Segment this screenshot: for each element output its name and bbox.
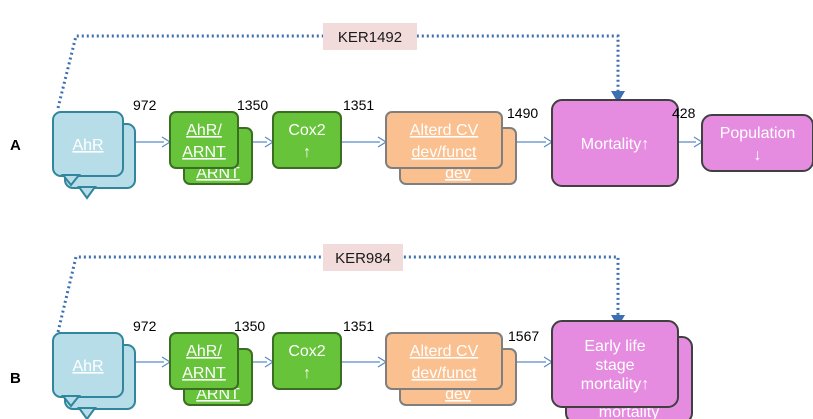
node-4-line-0: Early life [584,338,645,355]
node-box [551,320,679,408]
ker-number: 1350 [237,97,268,113]
node-1[interactable]: ARNT AhR/ARNT [169,332,253,406]
node-2-line-1: ↑ [303,365,311,382]
node-4-line-0: Mortality↑ [581,136,649,153]
node-3-line-1: dev/funct [412,365,477,382]
ker-number: 428 [672,105,696,121]
ker-number: 972 [133,318,157,334]
callout-tail [60,174,82,187]
ker-number: 1567 [508,328,539,344]
callout-tail [77,407,97,419]
node-4[interactable]: Mortality↑ [551,99,679,187]
node-0[interactable]: AhR [52,111,136,200]
row-label: A [10,137,21,154]
node-2-line-1: ↑ [303,144,311,161]
node-0-line-0: AhR [72,137,103,154]
callout-tail [77,186,97,200]
node-back-text: ARNT [196,165,240,182]
node-1-line-0: AhR/ [186,343,222,360]
node-1-line-0: AhR/ [186,122,222,139]
node-4-line-2: mortality↑ [581,376,649,393]
node-box [385,111,503,169]
node-box [52,111,124,177]
node-2-line-0: Cox2 [288,343,325,360]
node-back-text: dev [445,165,471,182]
node-3[interactable]: dev Alterd CV dev/funct [385,111,517,185]
ker-number: 1351 [343,318,374,334]
node-2-line-0: Cox2 [288,122,325,139]
node-4-line-1: stage [595,357,634,374]
node-box [385,332,503,390]
node-back-text: dev [445,386,471,403]
node-box [169,111,239,169]
node-0[interactable]: AhR [52,332,136,419]
callout-tail [60,395,82,408]
node-box [272,332,342,390]
ker-label-box [323,23,417,50]
ker-label: KER1492 [338,29,402,46]
node-box [52,332,124,398]
ker-number: 1350 [234,318,265,334]
node-3-line-0: Alterd CV [410,343,479,360]
ker-number: 1351 [343,97,374,113]
node-5-line-0: Population [720,125,796,142]
node-back-text: ARNT [196,386,240,403]
node-3-line-1: dev/funct [412,144,477,161]
node-0-line-0: AhR [72,358,103,375]
node-2[interactable]: Cox2 ↑ [272,332,342,390]
node-2[interactable]: Cox2 ↑ [272,111,342,169]
node-box [272,111,342,169]
node-3-line-0: Alterd CV [410,122,479,139]
node-box [551,99,679,187]
ker-label-box [323,244,403,271]
node-box [169,332,239,390]
row-label: B [10,370,21,387]
node-1-line-1: ARNT [182,365,226,382]
node-1[interactable]: ARNT AhR/ARNT [169,111,253,185]
node-3[interactable]: dev Alterd CV dev/funct [385,332,517,406]
ker-number: 1490 [507,105,538,121]
ker-label: KER984 [335,250,391,267]
ker-arrow-head [611,91,625,103]
node-box [701,114,813,172]
ker-number: 972 [133,97,157,113]
node-5[interactable]: Population ↓ [701,114,813,172]
node-5-line-1: ↓ [754,147,762,164]
node-1-line-1: ARNT [182,144,226,161]
